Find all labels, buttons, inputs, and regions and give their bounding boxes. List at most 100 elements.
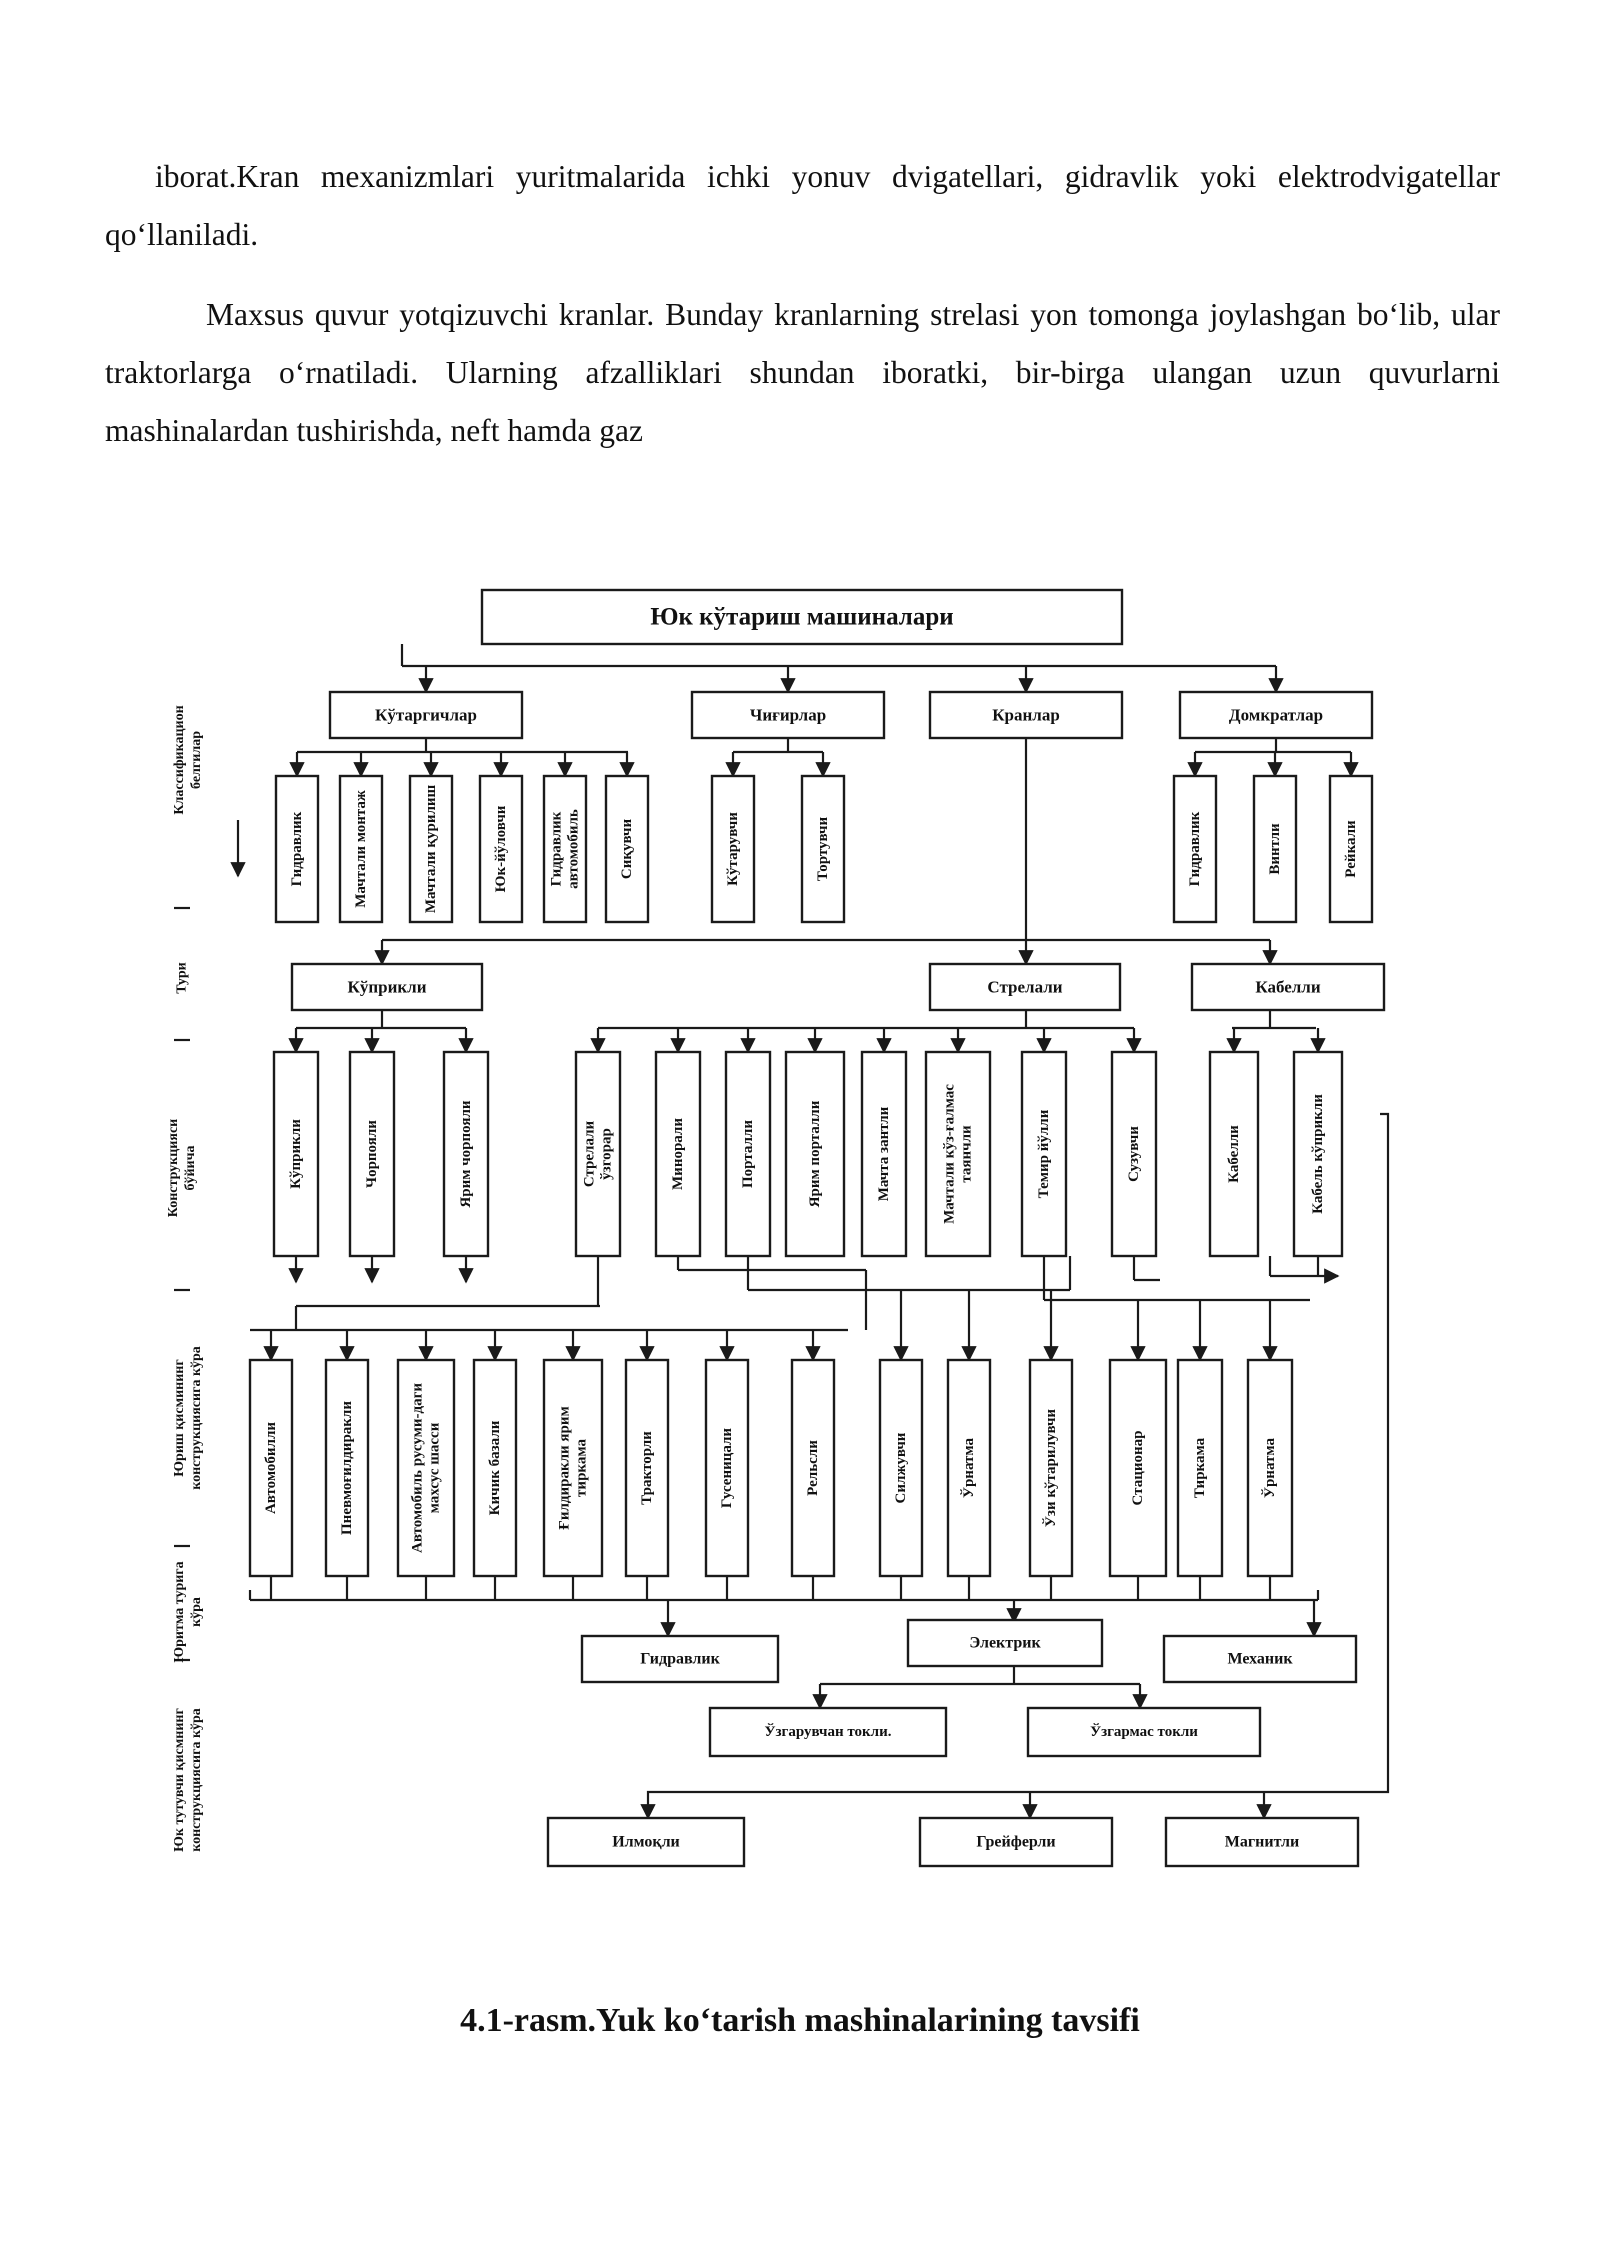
kutargich-item-1-label: Гидравлик: [289, 811, 305, 886]
undercarriage-item-11-label: Ўзи кўтарилувчи: [1042, 1409, 1059, 1528]
strela-item-2: Минорали: [654, 1050, 702, 1258]
drive-elektrik: Электрик: [906, 1618, 1104, 1668]
strela-item-8: Сузувчи: [1110, 1050, 1158, 1258]
drive-elektrik-label: Электрик: [969, 1635, 1041, 1652]
strela-item-7: Темир йўлли: [1020, 1050, 1068, 1258]
undercarriage-item-13: Тиркама: [1176, 1358, 1224, 1578]
strela-item-4: Ярим порталли: [784, 1050, 846, 1258]
strela-item-4-label: Ярим порталли: [807, 1100, 823, 1207]
domkrat-item-2-label: Винтли: [1267, 823, 1283, 875]
undercarriage-item-4-label: Кичик базали: [487, 1420, 503, 1515]
group-domkratlar: Домкратлар: [1178, 690, 1374, 740]
paragraph-1: iborat.Kran mexanizmlari yuritmalarida i…: [105, 159, 1500, 252]
strela-item-6-label: Мачтали кўз-ғалмастаянчли: [942, 1084, 975, 1224]
undercarriage-item-10-label: Ўрнатма: [960, 1437, 977, 1498]
group-chigirlar-label: Чиғирлар: [750, 706, 826, 725]
chigir-item-2: Тортувчи: [800, 774, 846, 924]
kutargich-item-3-label: Мачтали қурилиш: [423, 784, 439, 913]
domkrat-item-3-label: Рейкали: [1343, 820, 1359, 878]
strela-item-1: Стрелалиўзгорар: [574, 1050, 622, 1258]
undercarriage-item-6-label: Тракторли: [639, 1431, 655, 1505]
grip-ilmoqli-label: Илмоқли: [612, 1834, 680, 1851]
current-ozgaruvchan: Ўзгарувчан токли.: [708, 1706, 948, 1758]
kutargich-item-6: Сиқувчи: [604, 774, 650, 924]
grip-greyferli: Грейферли: [918, 1816, 1114, 1868]
undercarriage-item-8-label: Рельсли: [805, 1440, 821, 1496]
kutargich-item-6-label: Сиқувчи: [619, 819, 635, 880]
type-kabelli: Кабелли: [1190, 962, 1386, 1012]
diagram-title-box-label: Юк кўтариш машиналари: [650, 604, 953, 631]
undercarriage-item-5: Ғилдиракли яримтиркама: [542, 1358, 604, 1578]
grip-ilmoqli: Илмоқли: [546, 1816, 746, 1868]
kuprik-item-2-label: Чорпояли: [364, 1120, 380, 1188]
kuprik-item-2: Чорпояли: [348, 1050, 396, 1258]
undercarriage-item-2-label: Пневмоғилдиракли: [339, 1401, 355, 1535]
group-kutargichlar: Кўтаргичлар: [328, 690, 524, 740]
chigir-item-2-label: Тортувчи: [815, 817, 831, 882]
undercarriage-item-3: Автомобиль русуми-дагимахсус шасси: [396, 1358, 456, 1578]
group-kutargichlar-label: Кўтаргичлар: [375, 706, 477, 725]
undercarriage-item-11: Ўзи кўтарилувчи: [1028, 1358, 1074, 1578]
drive-gidravlik-label: Гидравлик: [640, 1651, 720, 1668]
undercarriage-item-5-label: Ғилдиракли яримтиркама: [557, 1406, 590, 1529]
figure-caption: 4.1-rasm.Yuk ko‘tarish mashinalarining t…: [460, 2002, 1140, 2039]
kabel-item-2: Кабель кўприкли: [1292, 1050, 1344, 1258]
grip-magnitli: Магнитли: [1164, 1816, 1360, 1868]
kuprik-item-1: Кўприкли: [272, 1050, 320, 1258]
undercarriage-item-2: Пневмоғилдиракли: [324, 1358, 370, 1578]
connector-lines: [174, 644, 1390, 1820]
domkrat-item-1: Гидравлик: [1172, 774, 1218, 924]
drive-mexanik: Механик: [1162, 1634, 1358, 1684]
kutargich-item-4-label: Юк-йўловчи: [493, 805, 509, 892]
type-kuprikli-label: Кўприкли: [348, 978, 427, 997]
domkrat-item-2: Винтли: [1252, 774, 1298, 924]
undercarriage-item-14: Ўрнатма: [1246, 1358, 1294, 1578]
group-kranlar-label: Кранлар: [992, 706, 1060, 725]
undercarriage-item-8: Рельсли: [790, 1358, 836, 1578]
domkrat-item-3: Рейкали: [1328, 774, 1374, 924]
kutargich-item-5: Гидравликавтомобиль: [542, 774, 588, 924]
undercarriage-item-7-label: Гусеницали: [719, 1428, 735, 1508]
current-ozgarmas: Ўзгармас токли: [1026, 1706, 1262, 1758]
kutargich-item-3: Мачтали қурилиш: [408, 774, 454, 924]
undercarriage-item-9: Силжувчи: [878, 1358, 924, 1578]
type-strelali-label: Стрелали: [987, 978, 1062, 997]
kabel-item-1-label: Кабелли: [1226, 1125, 1242, 1183]
kutargich-item-2: Мачтали монтаж: [338, 774, 384, 924]
grip-magnitli-label: Магнитли: [1225, 1834, 1299, 1851]
group-kranlar: Кранлар: [928, 690, 1124, 740]
kabel-item-2-label: Кабель кўприкли: [1310, 1094, 1326, 1214]
strela-item-8-label: Сузувчи: [1126, 1126, 1142, 1182]
chigir-item-1-label: Кўтарувчи: [725, 812, 741, 886]
strela-item-1-label: Стрелалиўзгорар: [582, 1120, 615, 1187]
group-domkratlar-label: Домкратлар: [1229, 706, 1323, 725]
kuprik-item-3-label: Ярим чорпояли: [458, 1100, 474, 1207]
undercarriage-item-7: Гусеницали: [704, 1358, 750, 1578]
kuprik-item-3: Ярим чорпояли: [442, 1050, 490, 1258]
kutargich-item-1: Гидравлик: [274, 774, 320, 924]
type-strelali: Стрелали: [928, 962, 1122, 1012]
connector-arrow: [640, 1112, 1390, 1820]
grip-greyferli-label: Грейферли: [976, 1834, 1055, 1851]
strela-item-7-label: Темир йўлли: [1036, 1109, 1052, 1198]
strela-item-6: Мачтали кўз-ғалмастаянчли: [924, 1050, 992, 1258]
kutargich-item-5-label: Гидравликавтомобиль: [549, 809, 582, 889]
current-ozgaruvchan-label: Ўзгарувчан токли.: [765, 1723, 892, 1740]
undercarriage-item-12-label: Стационар: [1130, 1431, 1146, 1506]
undercarriage-item-13-label: Тиркама: [1192, 1437, 1208, 1498]
undercarriage-item-3-label: Автомобиль русуми-дагимахсус шасси: [410, 1383, 443, 1553]
strela-item-3: Порталли: [724, 1050, 772, 1258]
kabel-item-1: Кабелли: [1208, 1050, 1260, 1258]
undercarriage-item-9-label: Силжувчи: [893, 1432, 909, 1503]
strela-item-5-label: Мачта зантли: [876, 1106, 892, 1201]
undercarriage-item-1-label: Автомобилли: [263, 1422, 279, 1514]
type-kuprikli: Кўприкли: [290, 962, 484, 1012]
kutargich-item-4: Юк-йўловчи: [478, 774, 524, 924]
